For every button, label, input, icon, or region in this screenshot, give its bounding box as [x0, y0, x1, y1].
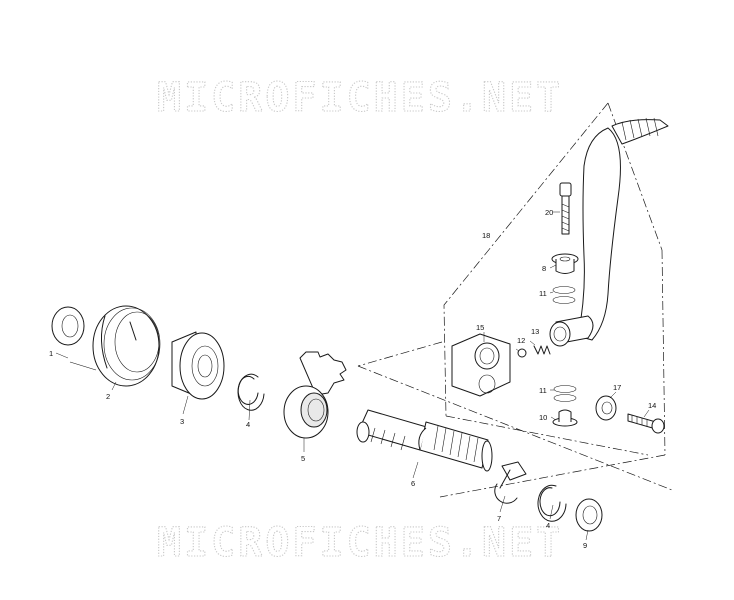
part-1-washer — [51, 306, 97, 371]
callout-10: 10 — [539, 413, 547, 422]
part-14-bolt — [627, 413, 665, 434]
callout-11-upper: 11 — [539, 289, 547, 298]
callout-17: 17 — [613, 383, 621, 392]
part-15-pivot-block — [451, 333, 511, 397]
callout-11-lower: 11 — [539, 386, 547, 395]
part-8-bushing — [551, 253, 579, 274]
part-11-orings-upper — [552, 286, 576, 304]
callout-18: 18 — [482, 231, 490, 240]
callout-14: 14 — [648, 401, 656, 410]
part-9-washer — [575, 498, 603, 532]
callout-6: 6 — [411, 479, 415, 488]
callout-3: 3 — [180, 417, 184, 426]
part-4-circlip-left — [237, 373, 265, 411]
callout-12: 12 — [517, 336, 525, 345]
part-2-ring — [92, 305, 161, 387]
part-4-circlip-right — [537, 484, 567, 522]
callout-2: 2 — [106, 392, 110, 401]
callout-4-left: 4 — [246, 420, 250, 429]
part-12-ball — [517, 348, 527, 358]
leader-lines — [55, 211, 650, 541]
part-13-spring — [533, 345, 551, 355]
callout-5: 5 — [301, 454, 305, 463]
callout-13: 13 — [531, 327, 539, 336]
callout-1: 1 — [49, 349, 53, 358]
callout-4-right: 4 — [546, 521, 550, 530]
kickstart-lever — [549, 117, 669, 347]
callout-8: 8 — [542, 264, 546, 273]
part-11-orings-lower — [553, 385, 577, 402]
callouts: 1 2 3 4 5 6 7 4 9 8 11 11 10 12 13 14 15… — [49, 208, 656, 550]
part-20-bolt — [559, 182, 572, 235]
callout-9: 9 — [583, 541, 587, 550]
callout-15: 15 — [476, 323, 484, 332]
part-5-ratchet — [283, 351, 347, 439]
watermark-top: MICROFICHES.NET — [157, 75, 563, 121]
callout-7: 7 — [497, 514, 501, 523]
part-7-clip — [494, 461, 527, 504]
part-17-nut — [595, 395, 617, 421]
part-3-bushing — [171, 331, 225, 400]
part-10-bushing — [552, 409, 578, 427]
callout-20: 20 — [545, 208, 553, 217]
watermark-bottom: MICROFICHES.NET — [157, 520, 563, 566]
part-6-shaft — [356, 409, 493, 472]
assembly-boundary — [357, 102, 673, 498]
